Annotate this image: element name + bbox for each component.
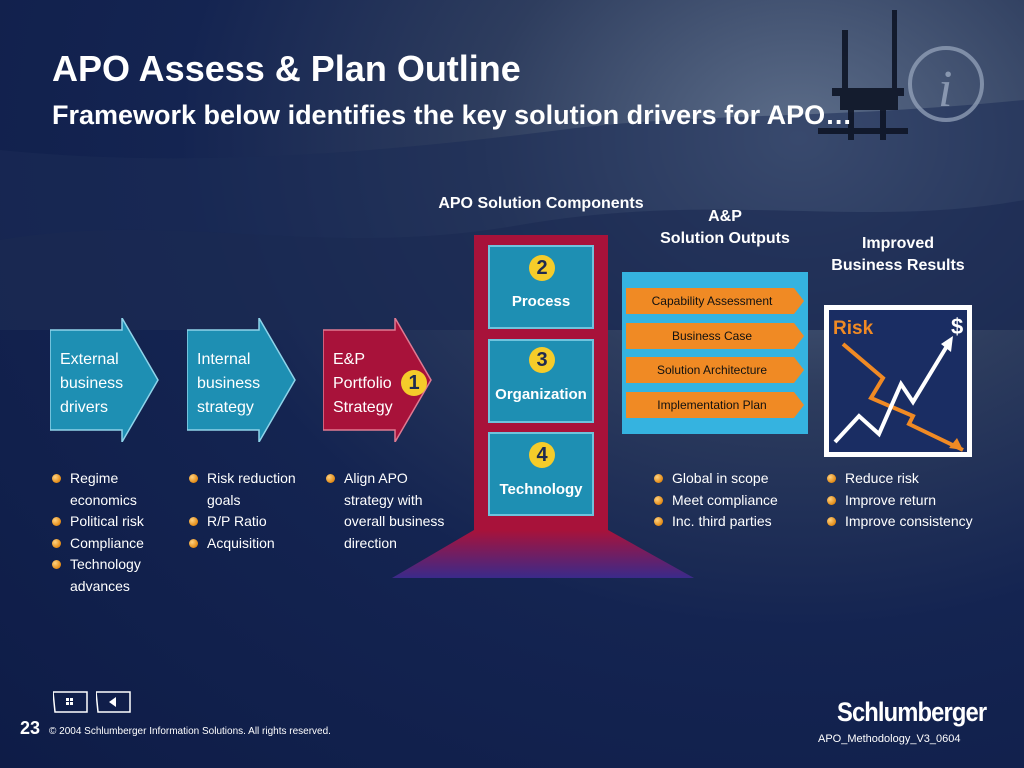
list-item: Technology advances bbox=[52, 554, 162, 597]
info-icon: i bbox=[908, 46, 984, 122]
list-item: Improve consistency bbox=[827, 511, 997, 533]
list-item: Meet compliance bbox=[654, 490, 804, 512]
back-arrow-icon bbox=[109, 697, 116, 707]
list-item: Compliance bbox=[52, 533, 162, 555]
portfolio-bullets: Align APO strategy with overall business… bbox=[326, 468, 451, 554]
list-item: Align APO strategy with overall business… bbox=[326, 468, 451, 554]
results-bullets: Reduce risk Improve return Improve consi… bbox=[827, 468, 997, 533]
output-business-case: Business Case bbox=[626, 323, 804, 349]
output-solution-architecture: Solution Architecture bbox=[626, 357, 804, 383]
output-capability-assessment: Capability Assessment bbox=[626, 288, 804, 314]
list-item: Improve return bbox=[827, 490, 997, 512]
portfolio-strategy-text: E&P Portfolio Strategy bbox=[333, 351, 393, 416]
page-title: APO Assess & Plan Outline bbox=[52, 48, 521, 89]
document-id: APO_Methodology_V3_0604 bbox=[818, 733, 961, 745]
external-bullets: Regime economics Political risk Complian… bbox=[52, 468, 162, 597]
back-button[interactable] bbox=[95, 690, 132, 714]
list-item: R/P Ratio bbox=[189, 511, 314, 533]
dollar-label: $ bbox=[951, 314, 964, 339]
list-item: Reduce risk bbox=[827, 468, 997, 490]
components-label: APO Solution Components bbox=[438, 195, 644, 212]
badge-3: 3 bbox=[529, 347, 555, 373]
external-drivers-arrow: External business drivers bbox=[50, 318, 180, 442]
results-chart: Risk $ bbox=[824, 305, 972, 457]
grid-icon bbox=[66, 698, 73, 705]
component-process: 2 Process bbox=[488, 245, 594, 329]
portfolio-strategy-arrow: E&P Portfolio Strategy 1 bbox=[323, 318, 453, 442]
component-technology-label: Technology bbox=[499, 481, 583, 498]
outputs-label: A&P Solution Outputs bbox=[660, 208, 790, 247]
menu-button[interactable] bbox=[52, 690, 89, 714]
list-item: Global in scope bbox=[654, 468, 804, 490]
component-organization: 3 Organization bbox=[488, 339, 594, 423]
list-item: Acquisition bbox=[189, 533, 314, 555]
copyright-text: © 2004 Schlumberger Information Solution… bbox=[49, 726, 331, 737]
svg-text:i: i bbox=[938, 61, 952, 118]
risk-label: Risk bbox=[833, 318, 874, 339]
output-implementation-plan: Implementation Plan bbox=[626, 392, 804, 418]
component-process-label: Process bbox=[511, 293, 571, 310]
badge-2: 2 bbox=[529, 255, 555, 281]
page-number: 23 bbox=[20, 718, 41, 738]
list-item: Political risk bbox=[52, 511, 162, 533]
results-label: Improved Business Results bbox=[831, 235, 965, 274]
badge-4: 4 bbox=[529, 442, 555, 468]
internal-strategy-text: Internal business strategy bbox=[197, 351, 261, 416]
badge-1: 1 bbox=[401, 370, 427, 396]
external-drivers-text: External business drivers bbox=[60, 351, 124, 416]
schlumberger-logo: Schlumberger bbox=[837, 697, 987, 727]
components-platform bbox=[392, 530, 694, 578]
list-item: Inc. third parties bbox=[654, 511, 804, 533]
risk-return-graphic bbox=[833, 336, 964, 452]
internal-bullets: Risk reduction goals R/P Ratio Acquisiti… bbox=[189, 468, 314, 554]
internal-strategy-arrow: Internal business strategy bbox=[187, 318, 317, 442]
component-technology: 4 Technology bbox=[488, 432, 594, 516]
outputs-bullets: Global in scope Meet compliance Inc. thi… bbox=[654, 468, 804, 533]
list-item: Risk reduction goals bbox=[189, 468, 314, 511]
component-organization-label: Organization bbox=[495, 386, 587, 403]
list-item: Regime economics bbox=[52, 468, 162, 511]
page-subtitle: Framework below identifies the key solut… bbox=[52, 100, 853, 130]
